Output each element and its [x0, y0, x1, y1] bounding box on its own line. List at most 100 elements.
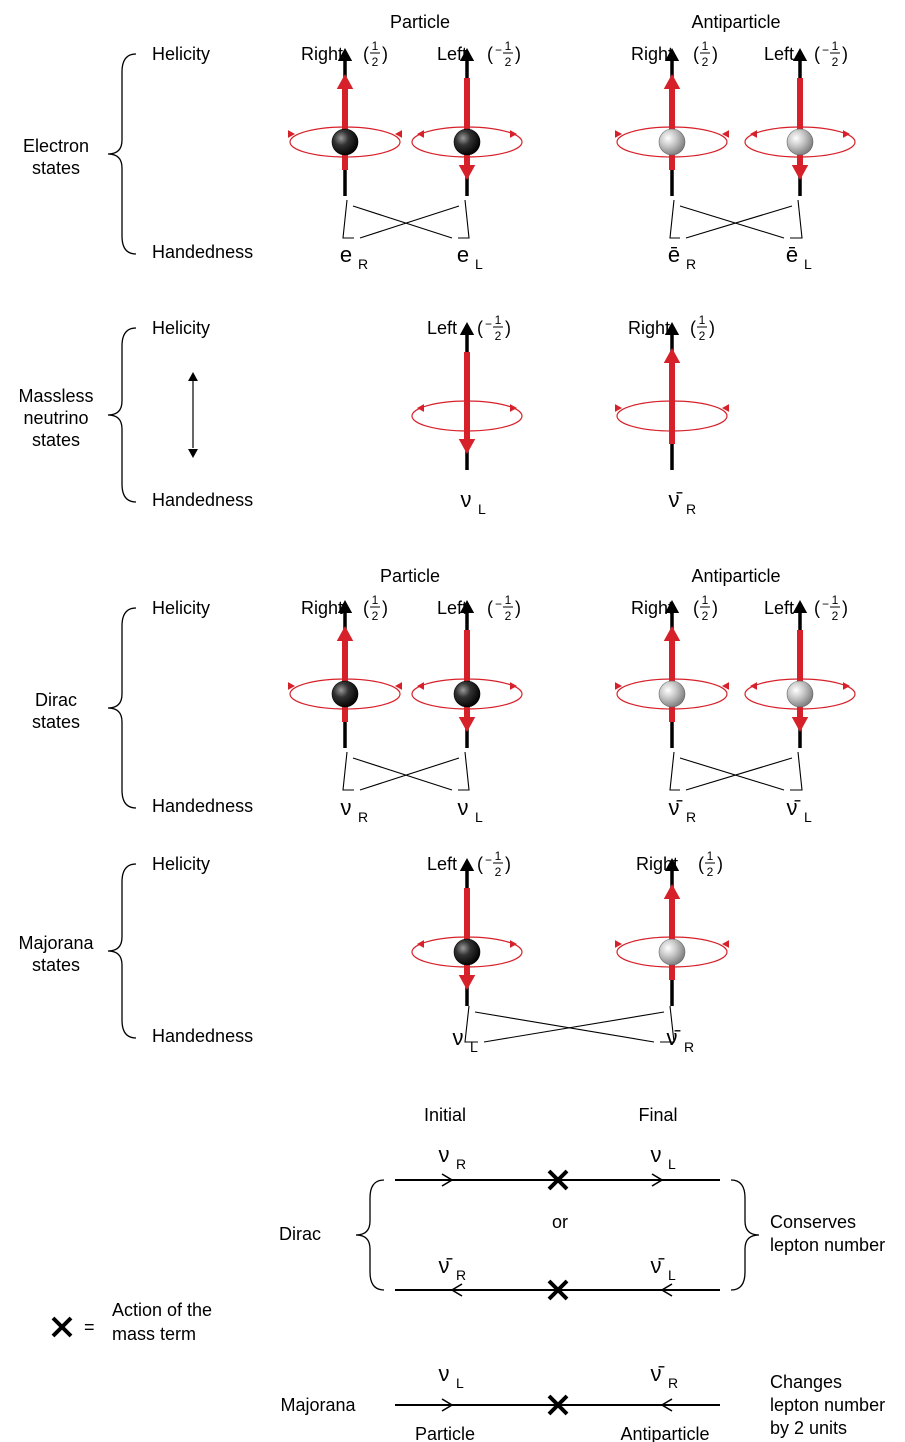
mass-term-cross	[547, 1169, 569, 1191]
handedness-crossline	[352, 757, 453, 791]
momentum-arrowhead	[459, 48, 475, 61]
paren-open: (	[363, 44, 369, 64]
rotation-arrowhead	[288, 682, 295, 690]
fraction-denominator: 2	[702, 609, 709, 623]
paren-open: (	[477, 318, 483, 338]
propagator-arrow	[441, 1398, 454, 1412]
symbol-subscript: L	[470, 1039, 478, 1055]
rotation-arrowhead	[510, 130, 517, 138]
dirac-right-brace	[730, 1179, 760, 1291]
electron-brace	[107, 53, 137, 255]
antiparticle-footer: Antiparticle	[620, 1424, 709, 1442]
legend-text: Action of the	[112, 1300, 212, 1320]
massless-section-label: states	[32, 430, 80, 450]
fraction-numerator: 1	[372, 593, 379, 607]
paren-close: )	[842, 44, 848, 64]
symbol-subscript: R	[358, 256, 368, 272]
fraction-numerator: 1	[832, 39, 839, 53]
helicity-right-label: Right(12)	[628, 313, 715, 343]
rotation-arrowhead	[417, 130, 424, 138]
changes-label: Changes	[770, 1372, 842, 1392]
rotation-arrowhead	[288, 130, 295, 138]
helicity-word: Right	[301, 598, 343, 618]
electron-handedness-lines	[342, 199, 470, 239]
rotation-arrowhead	[417, 940, 424, 948]
propagator-arrow	[450, 1283, 463, 1297]
symbol-nubar-R: ν̄R	[651, 1361, 679, 1391]
helicity-word: Left	[427, 854, 457, 874]
dirac-antiparticle-handedness-lines	[669, 751, 803, 791]
paren-close: )	[712, 598, 718, 618]
rotation-arrowhead	[722, 404, 729, 412]
handedness-line	[790, 751, 803, 791]
handedness-line	[458, 751, 470, 791]
symbol-subscript: R	[456, 1156, 466, 1172]
or-label: or	[552, 1212, 568, 1232]
particle-header: Particle	[380, 566, 440, 586]
conserves-label: Conserves	[770, 1212, 856, 1232]
symbol-base: ν̄	[669, 487, 683, 512]
paren-open: (	[693, 598, 699, 618]
fraction-numerator: 1	[505, 39, 512, 53]
helicity-word: Left	[437, 598, 467, 618]
symbol-base: ν	[458, 795, 469, 820]
handedness-line	[669, 751, 680, 791]
symbol-base: ν	[341, 795, 352, 820]
rotation-arrowhead	[615, 940, 622, 948]
symbol-base: ν	[461, 487, 472, 512]
symbol-base: e	[457, 242, 469, 267]
dirac-neutrino-right	[289, 612, 401, 748]
symbol-nubar-L: ν̄L	[787, 795, 813, 825]
electron-section-label: states	[32, 158, 80, 178]
rotation-arrowhead	[722, 682, 729, 690]
spin-arrowhead	[791, 717, 809, 732]
paren-close: )	[505, 854, 511, 874]
fraction-denominator: 2	[495, 329, 502, 343]
spin-arrowhead	[663, 74, 681, 89]
majorana-section-label: states	[32, 955, 80, 975]
minus-sign: −	[822, 43, 829, 57]
handedness-crossline	[685, 205, 793, 239]
symbol-nubar-R: ν̄R	[667, 1025, 695, 1055]
handedness-line	[464, 1005, 478, 1043]
antiparticle-ball	[786, 680, 814, 708]
spin-arrowhead	[336, 626, 354, 641]
symbol-base: ν̄	[651, 1253, 665, 1278]
helicity-label: Helicity	[152, 598, 210, 618]
symbol-base: ν̄	[651, 1361, 665, 1386]
symbol-base: ν	[439, 1361, 450, 1386]
symbol-subscript: R	[456, 1267, 466, 1283]
helicity-right-label: Right(12)	[301, 593, 388, 623]
momentum-arrowhead	[664, 600, 680, 613]
massless-section-label: Massless	[18, 386, 93, 406]
symbol-subscript: R	[684, 1039, 694, 1055]
helicity-right-label: Right(12)	[636, 849, 723, 879]
propagator-arrow	[441, 1173, 454, 1187]
spin-arrowhead	[458, 975, 476, 990]
handedness-label: Handedness	[152, 796, 253, 816]
handedness-crossline	[359, 205, 460, 239]
helicity-right-label: Right(12)	[631, 39, 718, 69]
momentum-arrowhead	[337, 600, 353, 613]
fraction-numerator: 1	[495, 849, 502, 863]
helicity-right-label: Right(12)	[301, 39, 388, 69]
handedness-crossline	[352, 205, 453, 239]
handedness-crossline	[474, 1011, 655, 1043]
fraction-denominator: 2	[505, 55, 512, 69]
antiparticle-ball	[658, 938, 686, 966]
particle-ball	[331, 128, 359, 156]
symbol-subscript: L	[475, 809, 483, 825]
symbol-nubar-R: ν̄R	[669, 795, 697, 825]
antiparticle-header: Antiparticle	[691, 12, 780, 32]
momentum-arrowhead	[459, 600, 475, 613]
dirac-brace	[107, 607, 137, 809]
handedness-line	[669, 199, 680, 239]
helicity-label: Helicity	[152, 44, 210, 64]
spin-arrowhead	[458, 717, 476, 732]
propagator-arrow	[660, 1398, 673, 1412]
helicity-word: Right	[631, 44, 673, 64]
